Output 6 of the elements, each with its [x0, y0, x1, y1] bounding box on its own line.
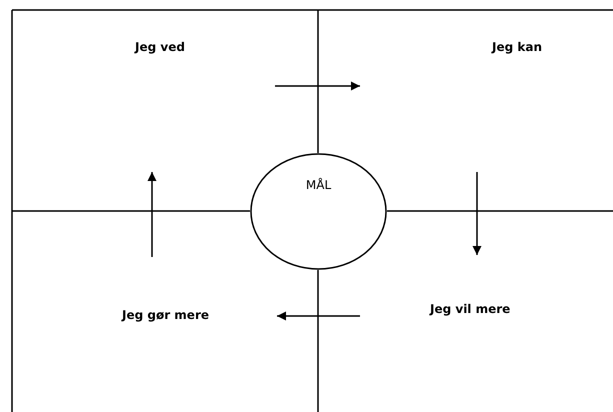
- quadrant-label: Jeg gør mere: [122, 308, 209, 322]
- quadrant-label: Jeg ved: [135, 40, 185, 54]
- goal-label: MÅL: [304, 178, 332, 192]
- goal-ellipse: [250, 153, 387, 270]
- quadrant-label: Jeg kan: [492, 40, 542, 54]
- quadrant-label: Jeg vil mere: [430, 302, 510, 316]
